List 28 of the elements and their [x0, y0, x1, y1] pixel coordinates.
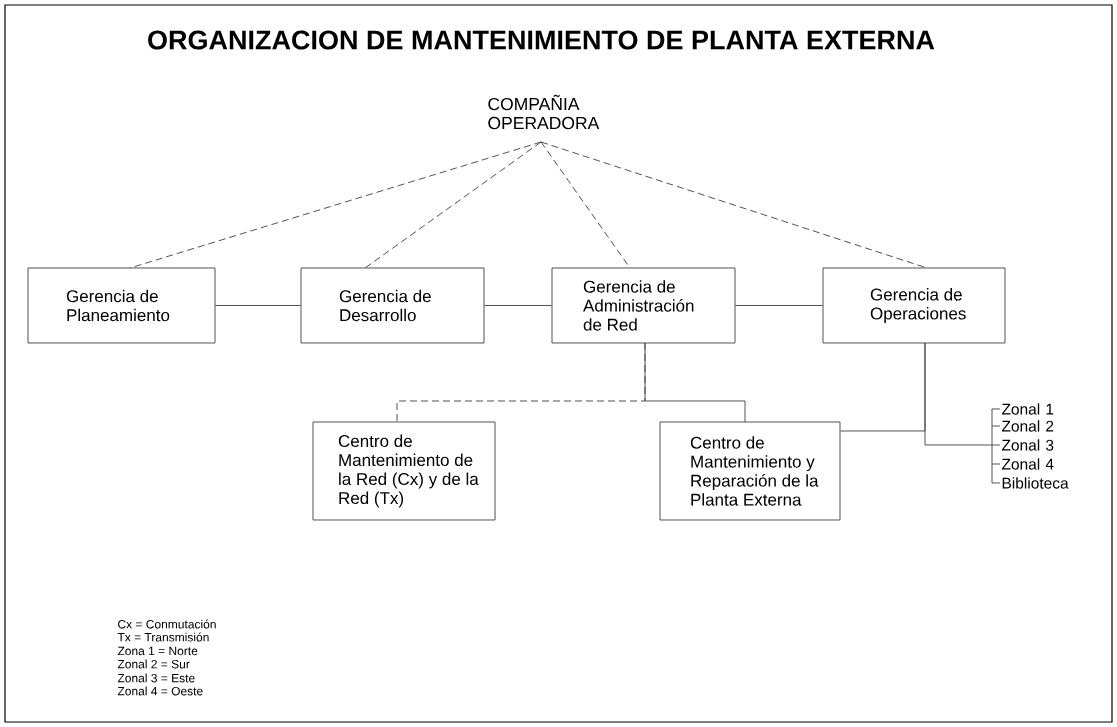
note-text: Zona 1 = Norte: [117, 646, 198, 656]
note-text: Zonal 2 = Sur: [117, 659, 190, 669]
org-label: Zonal 4: [1001, 458, 1054, 470]
connector-line: [484, 305, 552, 306]
note-text: Zonal 3 = Este: [117, 673, 195, 683]
org-label: Zonal 1: [1001, 403, 1054, 415]
connector-line: [215, 305, 301, 306]
note-text: Zonal 4 = Oeste: [117, 686, 203, 696]
note-text: Tx = Transmisión: [117, 632, 209, 642]
title: ORGANIZACION DE MANTENIMIENTO DE PLANTA EXTERNA: [148, 30, 935, 50]
connector-line: [735, 305, 823, 306]
org-box: Centro de Mantenimiento de la Red (Cx) y de la Red (Tx): [312, 421, 496, 521]
org-box: Gerencia de Planeamiento: [27, 267, 216, 344]
connector-line: [540, 141, 928, 269]
org-box: Centro de Mantenimiento y Reparación de la Planta Externa: [659, 421, 841, 521]
org-label: COMPAÑIA OPERADORA: [488, 94, 600, 130]
connector-line: [129, 141, 542, 269]
connector-line: [364, 141, 542, 269]
bracket-connector: [924, 342, 1001, 484]
org-label: Zonal 3: [1001, 439, 1054, 451]
org-box: Gerencia de Operaciones: [822, 267, 1006, 344]
note-text: Cx = Conmutación: [118, 619, 216, 629]
connector-line: [644, 342, 746, 423]
org-box: Gerencia de Administración de Red: [551, 267, 736, 344]
org-label: Zonal 2: [1001, 420, 1054, 432]
connector-line: [540, 141, 631, 269]
org-label: Biblioteca: [1002, 477, 1069, 489]
org-box: Gerencia de Desarrollo: [300, 267, 485, 344]
